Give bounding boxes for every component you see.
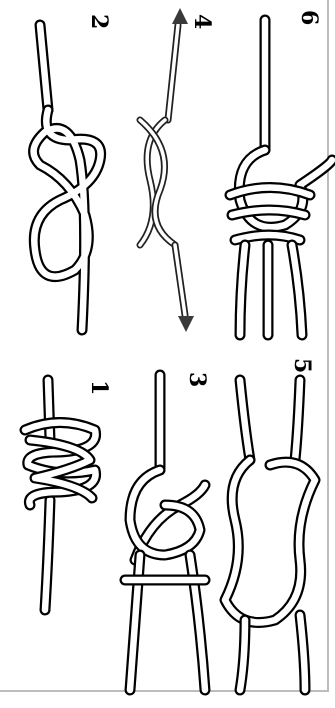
arrow-up-icon bbox=[172, 8, 188, 24]
panel-number-6: 6 bbox=[296, 10, 322, 25]
knot-2 bbox=[34, 25, 101, 330]
panel-number-3: 3 bbox=[184, 372, 210, 387]
panel-number-2: 2 bbox=[86, 14, 112, 29]
knot-5 bbox=[225, 380, 315, 690]
panel-number-4: 4 bbox=[189, 14, 215, 29]
knot-1 bbox=[25, 380, 96, 610]
panel-number-1: 1 bbox=[86, 380, 112, 395]
knot-4 bbox=[140, 8, 194, 332]
arrow-down-icon bbox=[178, 316, 194, 332]
panel-number-5: 5 bbox=[289, 358, 315, 373]
knot-6 bbox=[230, 20, 332, 335]
knot-3 bbox=[125, 375, 205, 690]
